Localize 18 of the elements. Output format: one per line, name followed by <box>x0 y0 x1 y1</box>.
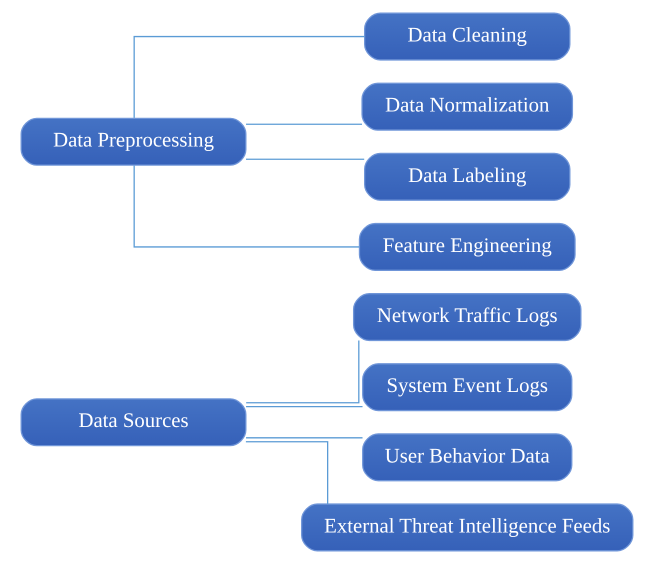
node-box: External Threat Intelligence Feeds <box>301 503 634 552</box>
connector <box>246 441 328 504</box>
node-box: Data Cleaning <box>364 12 570 61</box>
node-box: Data Preprocessing <box>20 118 246 166</box>
node-box: Data Labeling <box>364 152 570 201</box>
node-box: Data Normalization <box>361 82 574 131</box>
node-box: Feature Engineering <box>358 222 576 271</box>
connector <box>246 340 360 404</box>
node-box: Data Sources <box>20 398 246 446</box>
node-box: User Behavior Data <box>362 433 572 482</box>
connector <box>246 124 362 125</box>
connector <box>246 437 363 438</box>
node-box: System Event Logs <box>362 363 572 412</box>
connector <box>134 166 360 248</box>
connector <box>134 36 365 118</box>
connector <box>246 406 363 408</box>
connector <box>246 158 364 160</box>
node-box: Network Traffic Logs <box>352 293 582 342</box>
